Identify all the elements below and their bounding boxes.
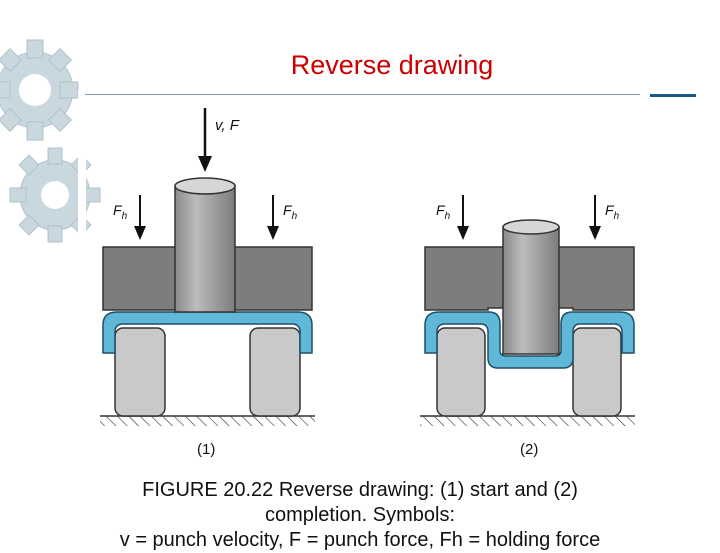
ground-hatch-left: [100, 416, 315, 426]
label-fh-1a: Fh: [113, 202, 128, 222]
stage-2-label: (2): [520, 441, 538, 458]
title-divider-accent: [650, 94, 696, 97]
pillar-2-left: [436, 327, 486, 417]
label-fh-1b: Fh: [283, 202, 298, 222]
title-divider: [85, 94, 640, 95]
label-fh-2a: Fh: [436, 202, 451, 222]
caption-line-3: v = punch velocity, F = punch force, Fh …: [119, 529, 601, 551]
label-v-f: v, F: [215, 117, 240, 134]
blank-stage-1: [102, 311, 313, 354]
caption-line-2: completion. Symbols:: [264, 504, 456, 526]
pillar-1-left: [114, 327, 166, 417]
caption-line-1: FIGURE 20.22 Reverse drawing: (1) start …: [142, 479, 578, 501]
gear-decoration: [0, 39, 101, 280]
blank-stage-2: [424, 311, 635, 369]
label-fh-2b: Fh: [605, 202, 620, 222]
reverse-drawing-diagram: v, F Fh Fh (1) Fh Fh (2): [100, 108, 635, 458]
stage-1: v, F Fh Fh (1): [100, 108, 315, 458]
figure-caption: FIGURE 20.22 Reverse drawing: (1) start …: [60, 478, 660, 553]
punch-2: [502, 226, 560, 355]
punch-1: [174, 185, 236, 313]
pillar-2-right: [572, 327, 622, 417]
ground-hatch-right: [420, 416, 635, 426]
pillar-1-right: [249, 327, 301, 417]
stage-1-label: (1): [197, 441, 215, 458]
stage-2: Fh Fh (2): [420, 195, 635, 458]
slide-title: Reverse drawing: [290, 50, 494, 80]
